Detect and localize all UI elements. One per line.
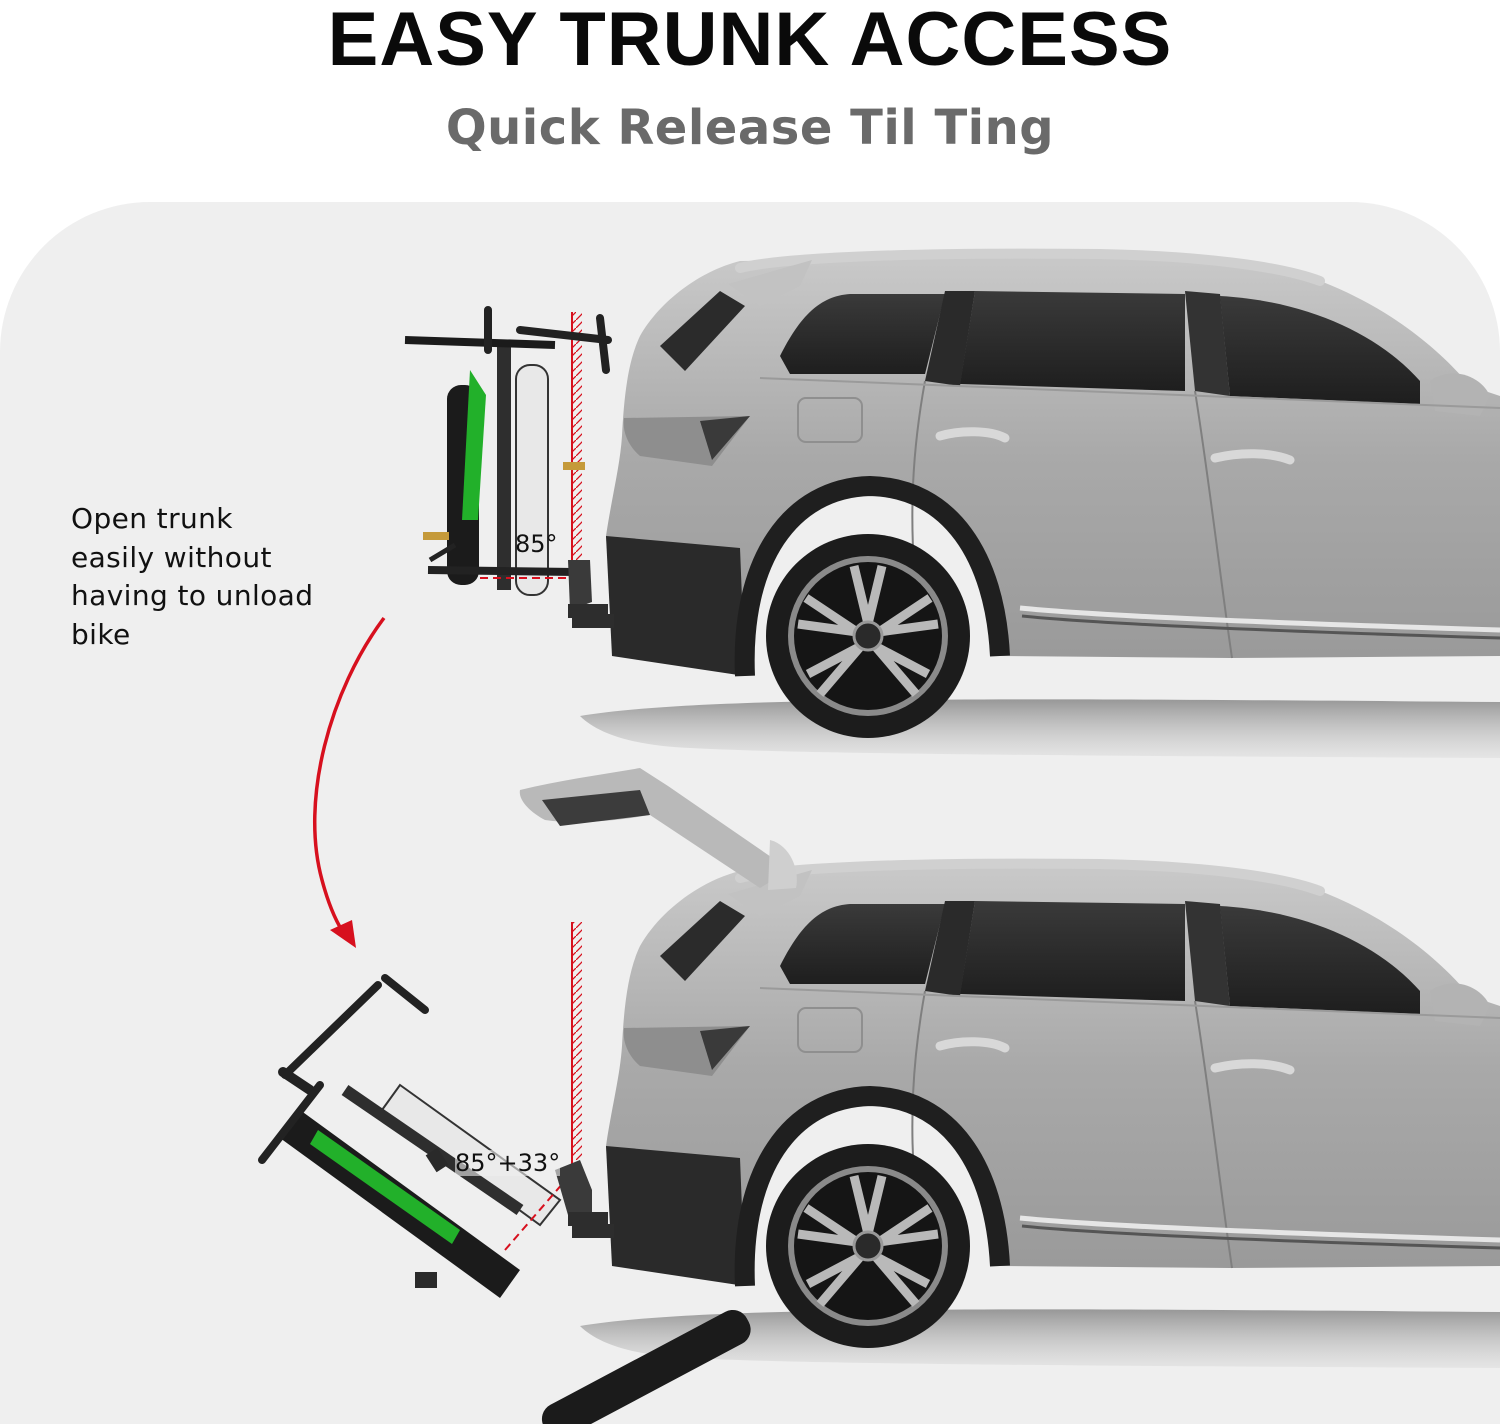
curved-arrow-icon — [312, 616, 386, 948]
caption-line: easily without — [71, 540, 272, 574]
page-subtitle: Quick Release Til Ting — [445, 100, 1055, 156]
caption-line: bike — [71, 617, 131, 651]
bike-rack-upright — [404, 306, 612, 618]
page-title: EASY TRUNK ACCESS — [327, 0, 1173, 82]
angle-label-upright: 85° — [515, 530, 558, 558]
caption-text: Open trunk easily without having to unlo… — [71, 500, 371, 654]
suv-bottom — [519, 768, 1500, 1368]
caption-line: having to unload — [71, 579, 314, 612]
suv-top — [572, 254, 1500, 758]
caption-line: Open trunk — [71, 502, 233, 535]
angle-label-tilted: 85°+33° — [455, 1149, 561, 1177]
